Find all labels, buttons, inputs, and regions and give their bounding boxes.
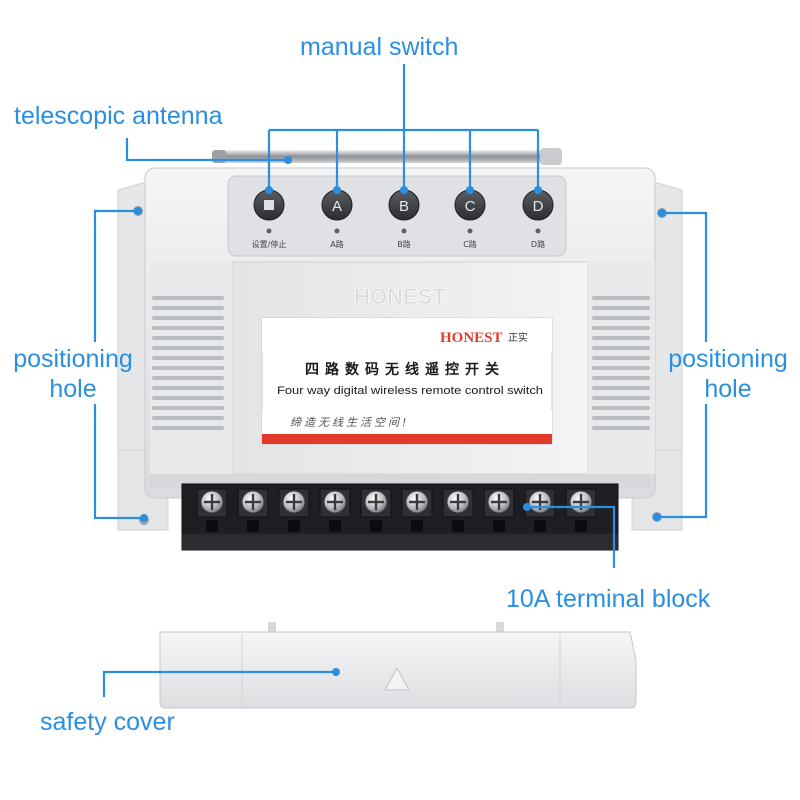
label-terminal-block: 10A terminal block — [506, 585, 711, 613]
slogan: 缔造无线生活空间! — [290, 416, 409, 429]
vent-slot — [592, 426, 650, 430]
manual-switch-button-d[interactable]: D D路 — [522, 189, 554, 249]
terminal-screw — [442, 488, 474, 532]
arrow-up-icon — [384, 666, 410, 691]
brand-chinese: 正实 — [508, 331, 528, 344]
vent-slot — [152, 326, 224, 330]
vent-slot — [592, 376, 650, 380]
vent-slot — [152, 346, 224, 350]
brand-logo: HONEST — [440, 330, 503, 346]
vent-slot — [152, 306, 224, 310]
vent-slot — [592, 396, 650, 400]
button-caption: C路 — [463, 239, 477, 249]
vent-slot — [592, 316, 650, 320]
vent-slot — [152, 426, 224, 430]
vent-slot — [592, 366, 650, 370]
vent-slots-right — [592, 296, 650, 430]
label-safety-cover: safety cover — [40, 708, 175, 736]
title-english: Four way digital wireless remote control… — [277, 385, 543, 397]
indicator-led — [334, 228, 340, 234]
label-positioning-right: positioning hole — [658, 344, 798, 404]
button-caption: 设置/停止 — [252, 239, 287, 249]
label-positioning-left: positioning hole — [4, 344, 142, 404]
button-caption: D路 — [531, 239, 545, 249]
indicator-led — [401, 228, 407, 234]
vent-slot — [152, 396, 224, 400]
label-positioning-right-line2: hole — [704, 375, 752, 403]
button-caption: B路 — [397, 239, 411, 249]
vent-slot — [592, 416, 650, 420]
safety-cover — [159, 622, 637, 709]
terminal-block — [181, 483, 619, 551]
vent-slot — [592, 356, 650, 360]
terminal-screw — [319, 488, 351, 532]
vent-slot — [152, 366, 224, 370]
vent-slot — [152, 356, 224, 360]
vent-slot — [592, 406, 650, 410]
terminal-screw — [196, 488, 228, 532]
vent-slot — [152, 406, 224, 410]
indicator-led — [535, 228, 541, 234]
manual-switch-button-b[interactable]: B B路 — [388, 189, 420, 249]
leader-lines — [93, 64, 708, 697]
terminal-screw — [237, 488, 269, 532]
button-glyph: D — [533, 198, 544, 215]
vent-slot — [592, 306, 650, 310]
leader-dots — [134, 156, 666, 676]
terminal-screw — [278, 488, 310, 532]
vent-slot — [152, 316, 224, 320]
vent-slots-left — [152, 296, 224, 430]
button-glyph: A — [332, 198, 342, 215]
label-manual-switch: manual switch — [300, 33, 459, 61]
vent-slot — [152, 416, 224, 420]
vent-slot — [592, 386, 650, 390]
vent-slot — [152, 386, 224, 390]
product-label: HONEST 正实 四路数码无线遥控开关 Four way digital wi… — [261, 317, 553, 445]
manual-switch-buttons: 设置/停止 A A路 B B路 C C路 D D路 — [252, 189, 554, 249]
vent-slot — [152, 376, 224, 380]
telescopic-antenna — [212, 148, 562, 165]
label-positioning-left-line2: hole — [49, 375, 97, 403]
stop-square-icon — [264, 200, 274, 210]
button-glyph: C — [465, 198, 476, 215]
manual-switch-button-set-stop[interactable]: 设置/停止 — [252, 189, 287, 249]
vent-slot — [152, 336, 224, 340]
embossed-brand: HONEST — [354, 284, 446, 309]
button-caption: A路 — [330, 239, 343, 249]
terminal-screw — [483, 488, 515, 532]
title-chinese: 四路数码无线遥控开关 — [305, 361, 505, 378]
button-glyph: B — [399, 198, 409, 215]
indicator-led — [266, 228, 272, 234]
label-positioning-right-line1: positioning — [668, 345, 788, 373]
vent-slot — [592, 326, 650, 330]
vent-slot — [592, 296, 650, 300]
vent-slot — [592, 336, 650, 340]
indicator-led — [467, 228, 473, 234]
vent-slot — [152, 296, 224, 300]
terminal-screw — [401, 488, 433, 532]
terminal-screw — [360, 488, 392, 532]
label-positioning-left-line1: positioning — [13, 345, 133, 373]
vent-slot — [592, 346, 650, 350]
label-telescopic-antenna: telescopic antenna — [14, 102, 223, 130]
